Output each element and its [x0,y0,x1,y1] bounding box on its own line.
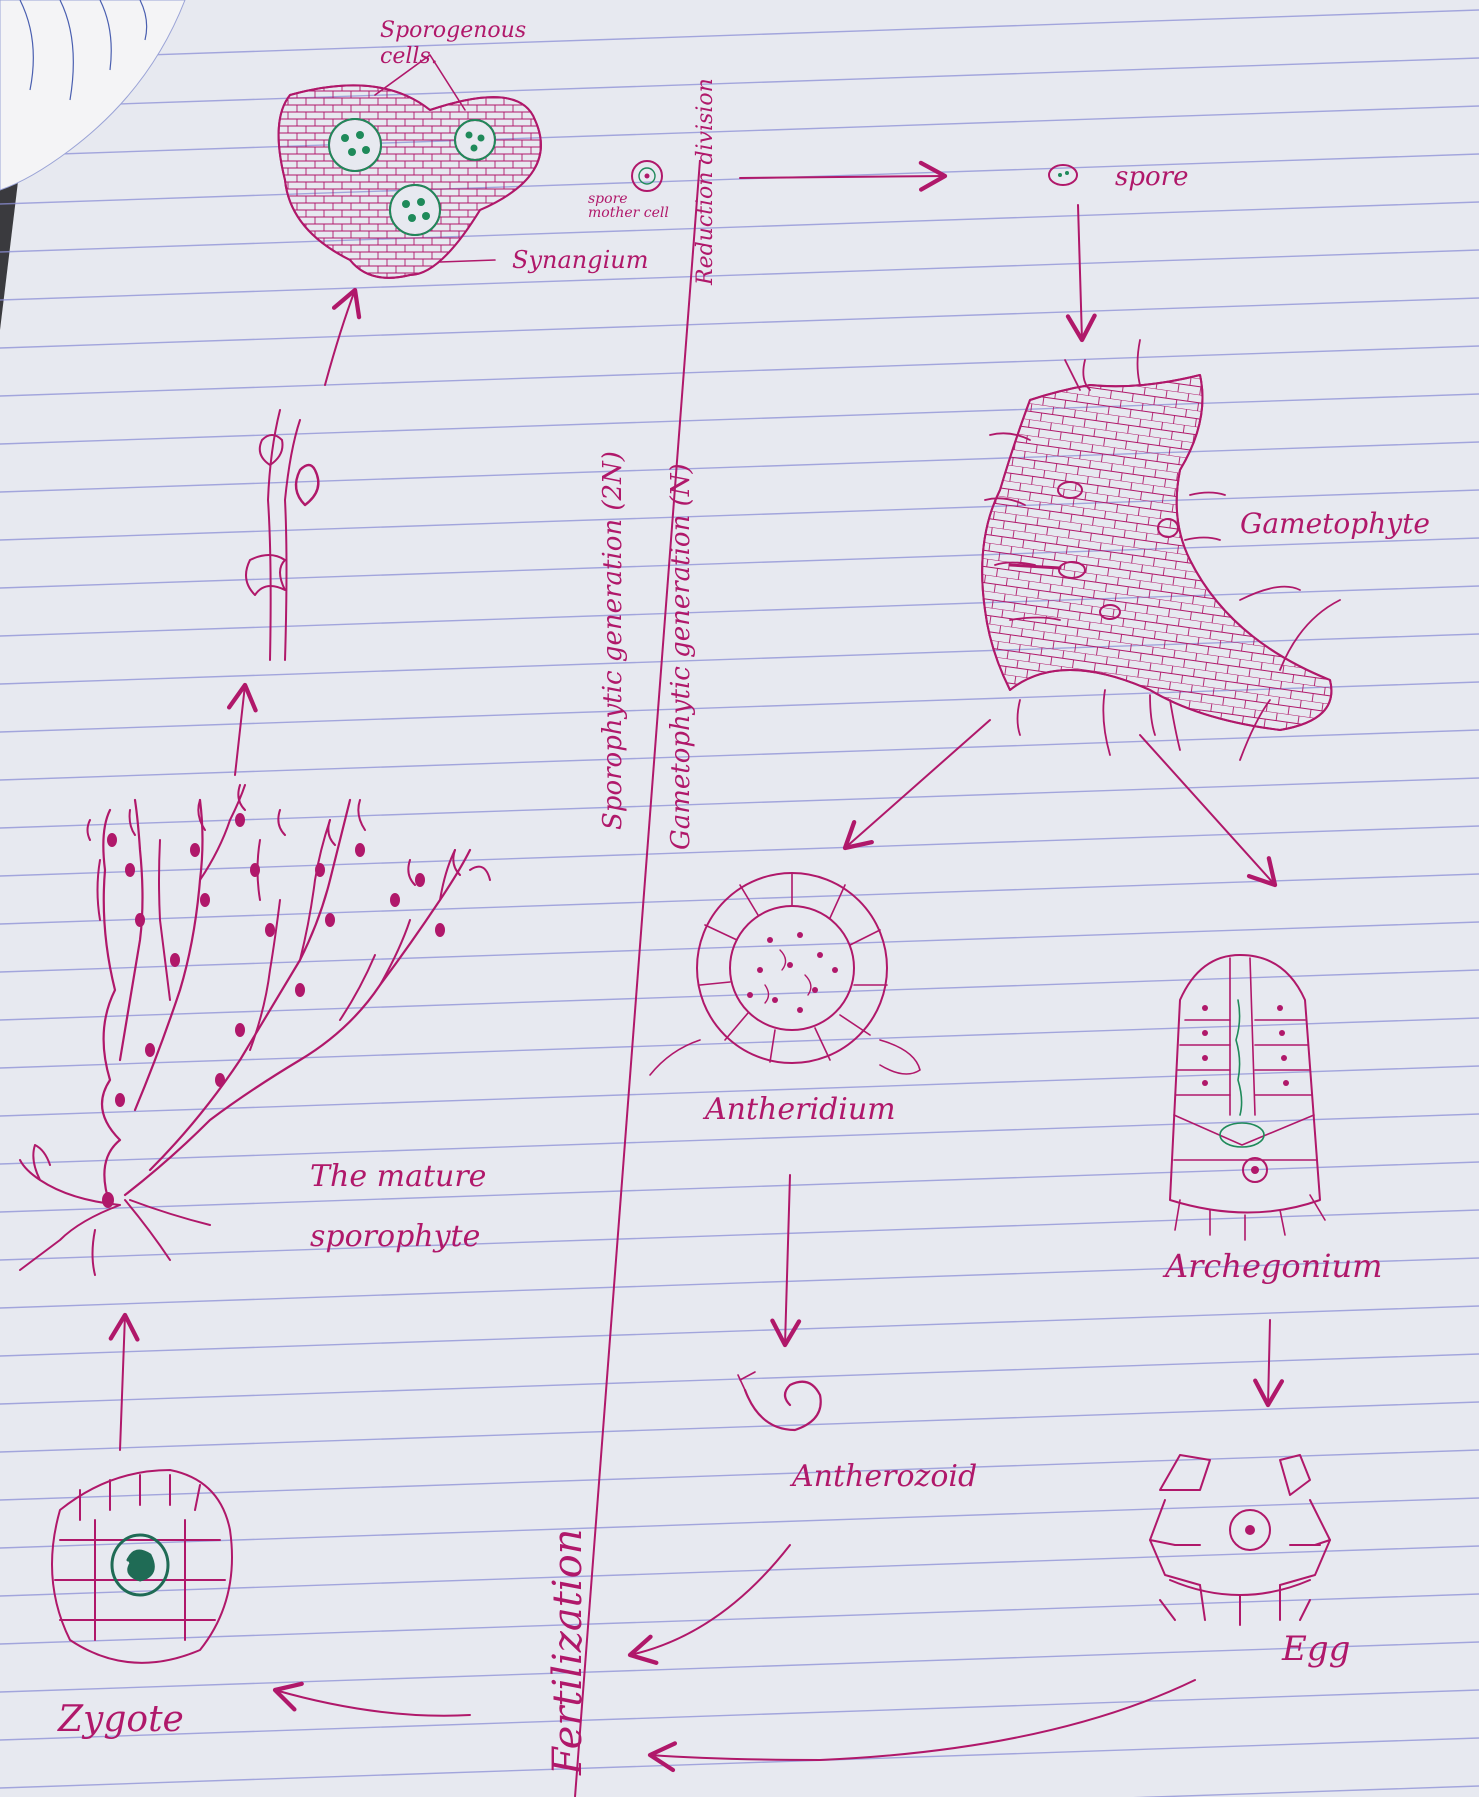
arrow-to-antherozoid [785,1175,790,1345]
label-antheridium: Antheridium [705,1095,896,1125]
archegonium-drawing [1170,955,1325,1240]
arrow-to-spore [740,176,945,178]
sporangiophore-drawing [246,410,318,660]
arrow-egg-to-fertilization [650,1680,1195,1760]
arrow-antherozoid-to-fertilization [630,1545,790,1655]
label-reduction-division: Reduction division [695,78,717,285]
label-antherozoid: Antherozoid [792,1462,977,1492]
egg-drawing [1150,1455,1330,1625]
spore-drawing [1049,165,1077,185]
label-mature-sporophyte-line1: The mature [310,1162,486,1192]
label-gametophytic-generation: Gametophytic generation (N) [668,463,694,850]
arrow-spore-to-gametophyte [1078,205,1082,340]
label-mature-sporophyte-line2: sporophyte [310,1222,480,1252]
label-sporogenous-cells: Sporogenous cells. [380,18,580,70]
synangium-drawing [279,55,541,278]
arrow-fertilization-to-zygote [275,1690,470,1716]
antherozoid-drawing [738,1372,821,1430]
antheridium-drawing [650,873,920,1075]
arrow-sporophyte-to-sporangiophore [235,685,245,775]
zygote-drawing [52,1470,232,1663]
label-synangium: Synangium [512,248,648,272]
label-egg: Egg [1282,1632,1350,1666]
arrow-zygote-to-sporophyte [120,1315,125,1450]
label-archegonium: Archegonium [1165,1250,1382,1282]
spore-mother-cell-drawing [632,161,662,191]
label-fertilization: Fertilization [548,1529,588,1775]
arrow-to-synangium [325,290,355,385]
label-spore-mother-cell: spore mother cell [588,192,678,220]
label-spore: spore [1115,164,1188,190]
arrow-to-egg [1268,1320,1270,1405]
gametophyte-drawing [982,340,1340,760]
arrow-to-antheridium [845,720,990,848]
sporophyte-drawing [20,785,490,1275]
arrow-to-archegonium [1140,735,1275,885]
label-gametophyte: Gametophyte [1240,510,1430,538]
label-zygote: Zygote [58,1702,184,1738]
label-sporophytic-generation: Sporophytic generation (2N) [600,451,626,830]
